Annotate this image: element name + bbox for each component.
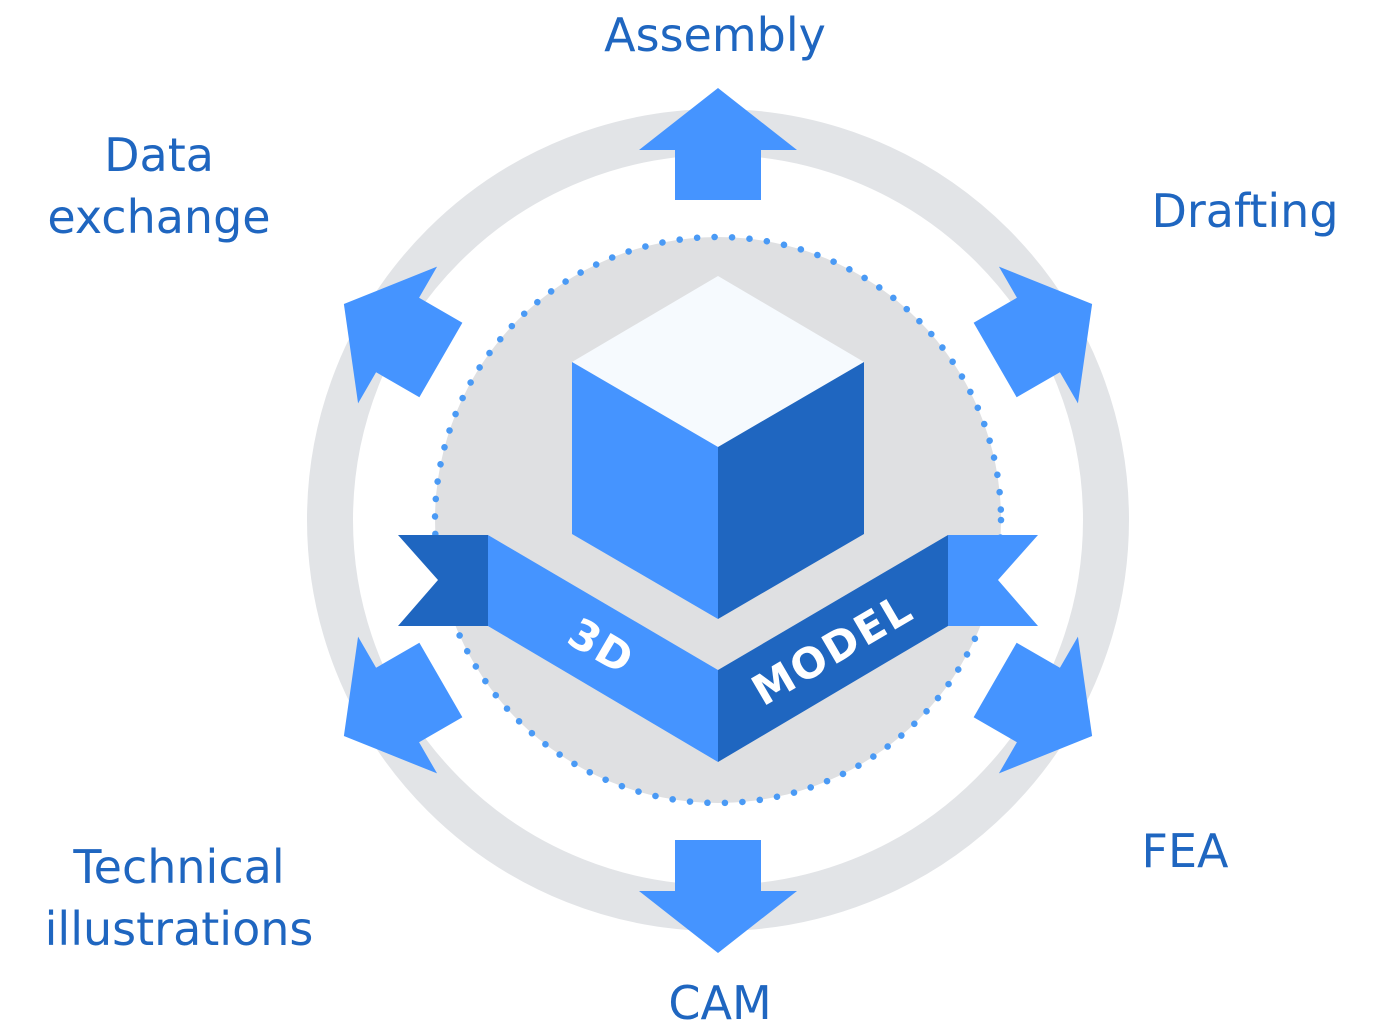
label-technical-illustrations: Technical illustrations	[20, 836, 338, 960]
arrow-data-exchange	[343, 266, 463, 404]
ribbon-right-tail	[948, 535, 1038, 626]
label-cam: CAM	[668, 976, 772, 1030]
arrow-cam	[639, 840, 797, 953]
ribbon-left-tail	[398, 535, 488, 626]
arrow-drafting	[973, 266, 1093, 404]
cube-left-face	[572, 362, 718, 619]
label-assembly: Assembly	[604, 8, 826, 62]
label-data-exchange-line-1: Data	[104, 128, 214, 182]
arrow-fea	[973, 636, 1093, 774]
cube-right-face	[718, 362, 864, 619]
label-data-exchange: Data exchange	[0, 124, 318, 248]
ribbon-right-band	[718, 535, 948, 762]
label-fea: FEA	[1141, 824, 1229, 878]
label-technical-illustrations-line-1: Technical	[73, 840, 285, 894]
label-data-exchange-line-2: exchange	[47, 190, 271, 244]
cube-icon	[572, 276, 864, 619]
ribbon-left-band	[488, 535, 718, 762]
arrow-assembly	[639, 88, 797, 200]
dotted-border	[431, 233, 1005, 807]
label-technical-illustrations-line-2: illustrations	[44, 902, 314, 956]
label-drafting: Drafting	[1151, 184, 1339, 238]
cube-top-face	[572, 276, 864, 447]
arrow-technical-illustrations	[343, 636, 463, 774]
ribbon: 3D MODEL	[398, 535, 1038, 762]
